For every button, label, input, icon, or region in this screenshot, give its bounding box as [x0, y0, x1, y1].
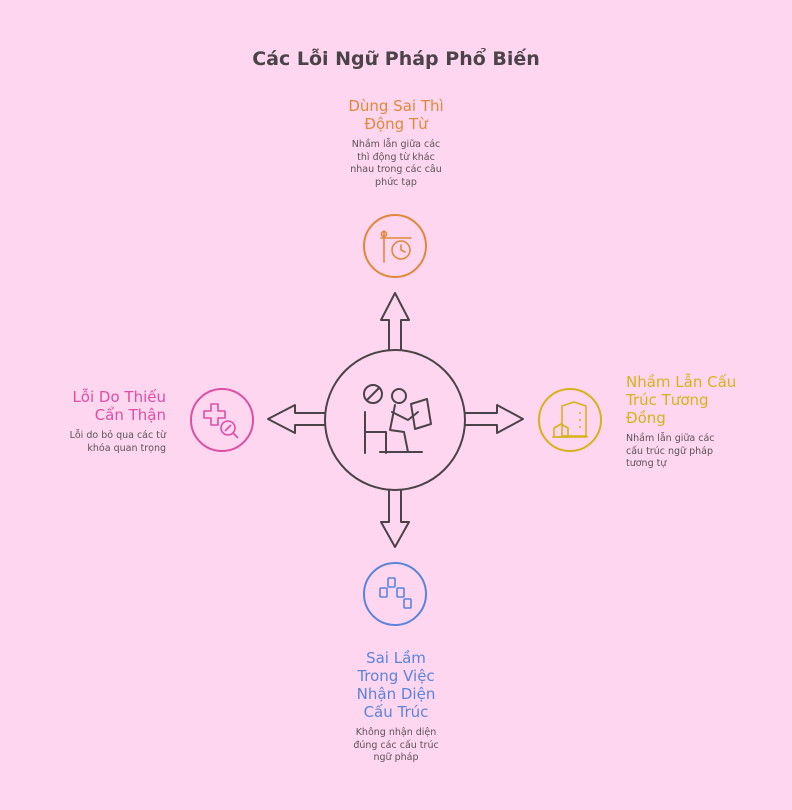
top-desc-line: nhau trong các câu [350, 164, 442, 175]
left-heading-line: Lỗi Do Thiếu [72, 388, 166, 406]
signpost-clock-icon [380, 230, 412, 263]
top-desc-line: phức tạp [375, 176, 417, 188]
left-branch-heading: Lỗi Do Thiếu Cẩn Thận [20, 388, 166, 424]
top-node-circle [363, 214, 427, 278]
right-desc-line: tương tự [626, 458, 667, 469]
top-branch-text: Dùng Sai Thì Động Từ Nhầm lẫn giữa các t… [318, 97, 474, 189]
bottom-heading-line: Cấu Trúc [363, 703, 429, 721]
right-desc-line: Nhầm lẫn giữa các [626, 433, 715, 444]
bottom-heading-line: Sai Lầm [366, 649, 426, 667]
left-branch-description: Lỗi do bỏ qua các từ khóa quan trọng [46, 430, 166, 455]
diagram-title: Các Lỗi Ngữ Pháp Phổ Biến [252, 48, 540, 70]
arrow-up [380, 292, 410, 350]
hub-circle [324, 349, 466, 491]
right-node-circle [538, 388, 602, 452]
bottom-branch-text: Sai Lầm Trong Việc Nhận Diện Cấu Trúc Kh… [330, 649, 462, 765]
top-branch-heading: Dùng Sai Thì Động Từ [318, 97, 474, 133]
bottom-desc-line: Không nhận diện [355, 727, 437, 738]
top-desc-line: thì động từ khác [357, 151, 435, 163]
student-reading-with-no-sign-icon [363, 384, 432, 454]
right-heading-line: Đồng [626, 409, 666, 427]
scattered-blocks-icon [379, 577, 412, 609]
top-desc-line: Nhầm lẫn giữa các [351, 139, 441, 150]
left-node-circle [190, 388, 254, 452]
bottom-desc-line: đúng các cấu trúc [353, 739, 439, 751]
arrow-left [267, 404, 325, 434]
arrow-right [465, 404, 524, 434]
top-branch-description: Nhầm lẫn giữa các thì động từ khác nhau … [341, 139, 451, 189]
right-branch-text: Nhầm Lẫn Cấu Trúc Tương Đồng Nhầm lẫn gi… [626, 373, 756, 471]
bottom-heading-line: Nhận Diện [356, 685, 436, 703]
puzzle-search-icon [203, 403, 239, 439]
top-heading-line: Dùng Sai Thì [348, 97, 444, 115]
left-heading-line: Cẩn Thận [94, 406, 166, 424]
top-heading-line: Động Từ [364, 115, 428, 133]
right-desc-line: cấu trúc ngữ pháp [626, 445, 713, 457]
left-desc-line: khóa quan trọng [87, 442, 166, 454]
bottom-heading-line: Trong Việc [357, 667, 435, 685]
right-branch-description: Nhầm lẫn giữa các cấu trúc ngữ pháp tươn… [626, 433, 732, 471]
right-branch-heading: Nhầm Lẫn Cấu Trúc Tương Đồng [626, 373, 756, 427]
buildings-icon [552, 401, 588, 438]
left-branch-text: Lỗi Do Thiếu Cẩn Thận Lỗi do bỏ qua các … [20, 388, 166, 455]
bottom-node-circle [363, 562, 427, 626]
right-heading-line: Trúc Tương [626, 391, 709, 409]
bottom-desc-line: ngữ pháp [373, 752, 419, 763]
bottom-branch-heading: Sai Lầm Trong Việc Nhận Diện Cấu Trúc [330, 649, 462, 721]
left-desc-line: Lỗi do bỏ qua các từ [69, 430, 166, 441]
right-heading-line: Nhầm Lẫn Cấu [626, 373, 737, 391]
bottom-branch-description: Không nhận diện đúng các cấu trúc ngữ ph… [341, 727, 451, 765]
arrow-down [380, 490, 410, 548]
